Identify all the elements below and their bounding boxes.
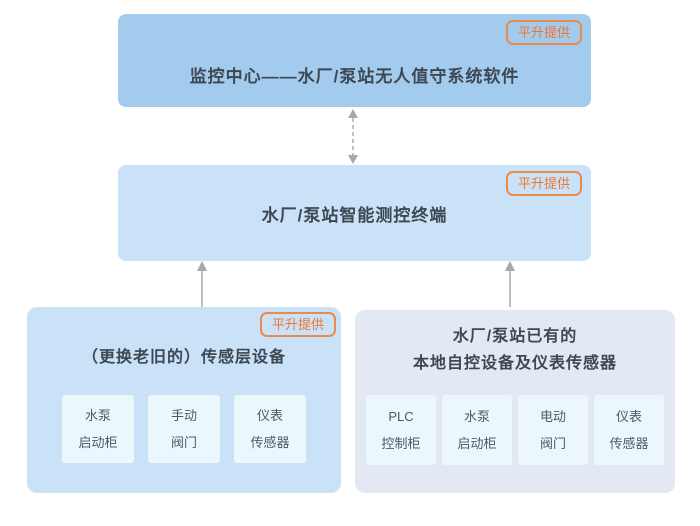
device-item-line2: 启动柜 bbox=[457, 436, 497, 451]
device-item: 仪表 传感器 bbox=[594, 395, 664, 465]
bidirectional-dashed-arrow bbox=[348, 109, 358, 164]
device-item-line2: 启动柜 bbox=[78, 435, 118, 450]
title-line1: 水厂/泵站已有的 bbox=[452, 328, 578, 345]
device-item: 电动 阀门 bbox=[518, 395, 588, 465]
device-item-line1: 水泵 bbox=[84, 408, 111, 423]
device-item-line1: 仪表 bbox=[256, 408, 283, 423]
device-item: 水泵 启动柜 bbox=[442, 395, 512, 465]
device-item-line1: 仪表 bbox=[615, 409, 642, 424]
device-item: 仪表 传感器 bbox=[234, 395, 306, 463]
device-item-line1: 电动 bbox=[539, 409, 566, 424]
node-sensor-layer-title: （更换老旧的）传感层设备 bbox=[81, 349, 286, 366]
device-item-line2: 阀门 bbox=[539, 436, 566, 451]
device-item-line1: PLC bbox=[388, 409, 414, 424]
device-item-line1: 水泵 bbox=[463, 409, 490, 424]
device-item: 水泵 启动柜 bbox=[62, 395, 134, 463]
node-existing-equipment: 水厂/泵站已有的 本地自控设备及仪表传感器 PLC 控制柜 水泵 启动柜 电动 … bbox=[355, 310, 675, 493]
node-monitoring-center-title: 监控中心——水厂/泵站无人值守系统软件 bbox=[189, 67, 520, 86]
device-item-line2: 传感器 bbox=[250, 435, 290, 450]
node-sensor-layer: 平升提供 （更换老旧的）传感层设备 水泵 启动柜 手动 阀门 仪表 传感器 bbox=[27, 307, 341, 493]
device-item-line2: 阀门 bbox=[170, 435, 197, 450]
existing-equipment-items: PLC 控制柜 水泵 启动柜 电动 阀门 仪表 传感器 bbox=[355, 395, 675, 465]
device-item-line2: 传感器 bbox=[609, 436, 649, 451]
device-item-line2: 控制柜 bbox=[381, 436, 421, 451]
node-terminal: 水厂/泵站智能测控终端 平升提供 bbox=[118, 165, 591, 261]
sensor-layer-items: 水泵 启动柜 手动 阀门 仪表 传感器 bbox=[27, 395, 341, 463]
provider-badge: 平升提供 bbox=[259, 312, 336, 337]
node-monitoring-center: 监控中心——水厂/泵站无人值守系统软件 平升提供 bbox=[118, 14, 591, 107]
up-arrow-left bbox=[197, 261, 207, 307]
device-item: 手动 阀门 bbox=[148, 395, 220, 463]
node-existing-equipment-title: 水厂/泵站已有的 本地自控设备及仪表传感器 bbox=[355, 323, 675, 377]
provider-badge: 平升提供 bbox=[505, 20, 582, 45]
node-terminal-title: 水厂/泵站智能测控终端 bbox=[261, 205, 448, 225]
device-item: PLC 控制柜 bbox=[366, 395, 436, 465]
provider-badge: 平升提供 bbox=[505, 171, 582, 196]
title-line2: 本地自控设备及仪表传感器 bbox=[412, 355, 617, 372]
device-item-line1: 手动 bbox=[170, 408, 197, 423]
up-arrow-right bbox=[505, 261, 515, 307]
